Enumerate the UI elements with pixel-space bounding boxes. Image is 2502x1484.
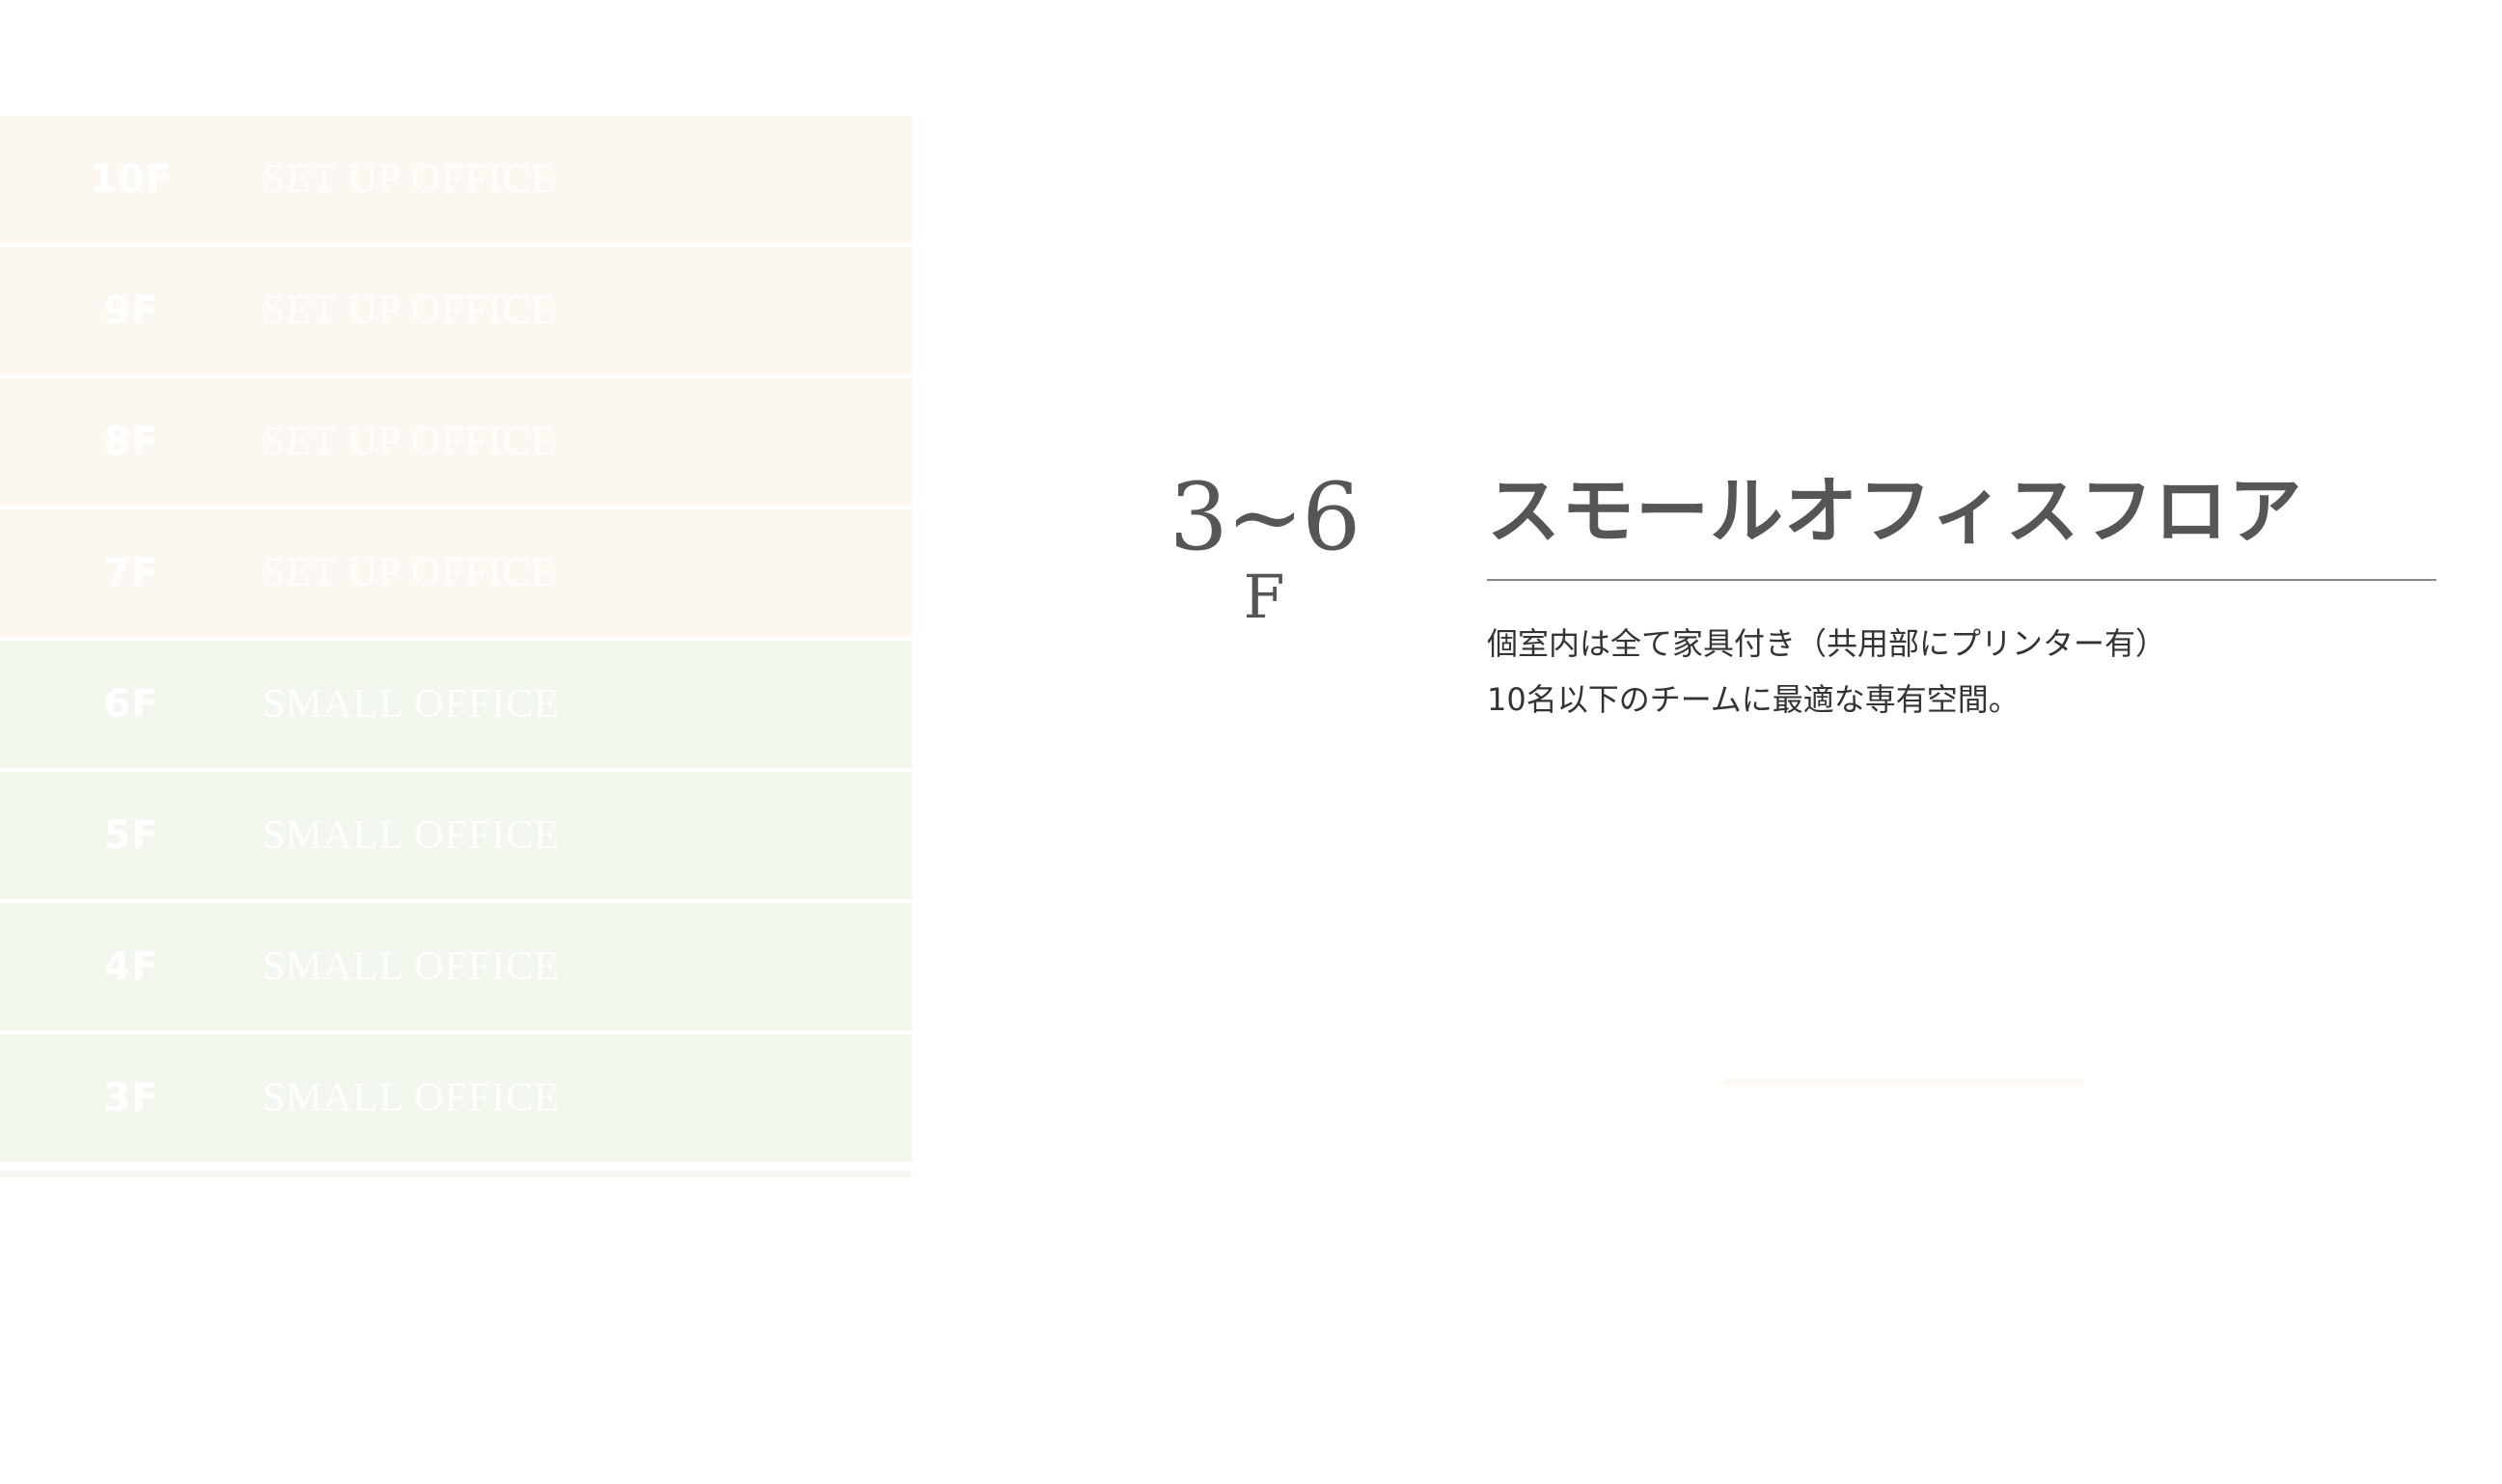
floor-number: 5F xyxy=(103,813,159,858)
floor-range-label: 3~6 F xyxy=(1168,471,1361,627)
floor-row-7f[interactable]: 7F SET UP OFFICE xyxy=(0,509,912,637)
floor-name: SET UP OFFICE xyxy=(262,157,557,202)
floor-description: 個室内は全て家具付き（共用部にプリンター有） 10名以下のチームに最適な専有空間… xyxy=(1487,616,2166,728)
floor-name: SMALL OFFICE xyxy=(262,682,560,727)
floor-name: SET UP OFFICE xyxy=(262,551,557,595)
floor-list-bottom-divider xyxy=(0,1171,912,1177)
floor-name: SET UP OFFICE xyxy=(262,289,557,333)
floor-number: 4F xyxy=(103,945,159,989)
floor-list: 10F SET UP OFFICE 9F SET UP OFFICE 8F SE… xyxy=(0,116,912,1166)
floor-row-10f[interactable]: 10F SET UP OFFICE xyxy=(0,116,912,243)
description-line: 10名以下のチームに最適な専有空間。 xyxy=(1487,681,2020,718)
description-line: 個室内は全て家具付き（共用部にプリンター有） xyxy=(1487,625,2167,662)
floor-number: 9F xyxy=(103,289,159,333)
floor-number: 6F xyxy=(103,682,159,727)
title-divider xyxy=(1487,579,2436,581)
floor-title: スモールオフィスフロア xyxy=(1487,468,2303,554)
floor-row-3f[interactable]: 3F SMALL OFFICE xyxy=(0,1034,912,1162)
floor-row-6f[interactable]: 6F SMALL OFFICE xyxy=(0,641,912,768)
floor-row-5f[interactable]: 5F SMALL OFFICE xyxy=(0,772,912,899)
floor-number: 3F xyxy=(103,1076,159,1120)
floor-number: 7F xyxy=(103,551,159,595)
floor-name: SMALL OFFICE xyxy=(262,945,560,989)
floor-range: 3~6 xyxy=(1169,463,1361,571)
floor-name: SET UP OFFICE xyxy=(262,420,557,464)
floor-row-9f[interactable]: 9F SET UP OFFICE xyxy=(0,247,912,374)
floor-number: 10F xyxy=(90,157,173,202)
floor-unit: F xyxy=(1243,562,1285,632)
floor-name: SMALL OFFICE xyxy=(262,813,560,858)
floor-row-4f[interactable]: 4F SMALL OFFICE xyxy=(0,903,912,1031)
decorative-bar xyxy=(1723,1079,2084,1086)
floor-number: 8F xyxy=(103,420,159,464)
floor-row-8f[interactable]: 8F SET UP OFFICE xyxy=(0,378,912,506)
floor-name: SMALL OFFICE xyxy=(262,1076,560,1120)
